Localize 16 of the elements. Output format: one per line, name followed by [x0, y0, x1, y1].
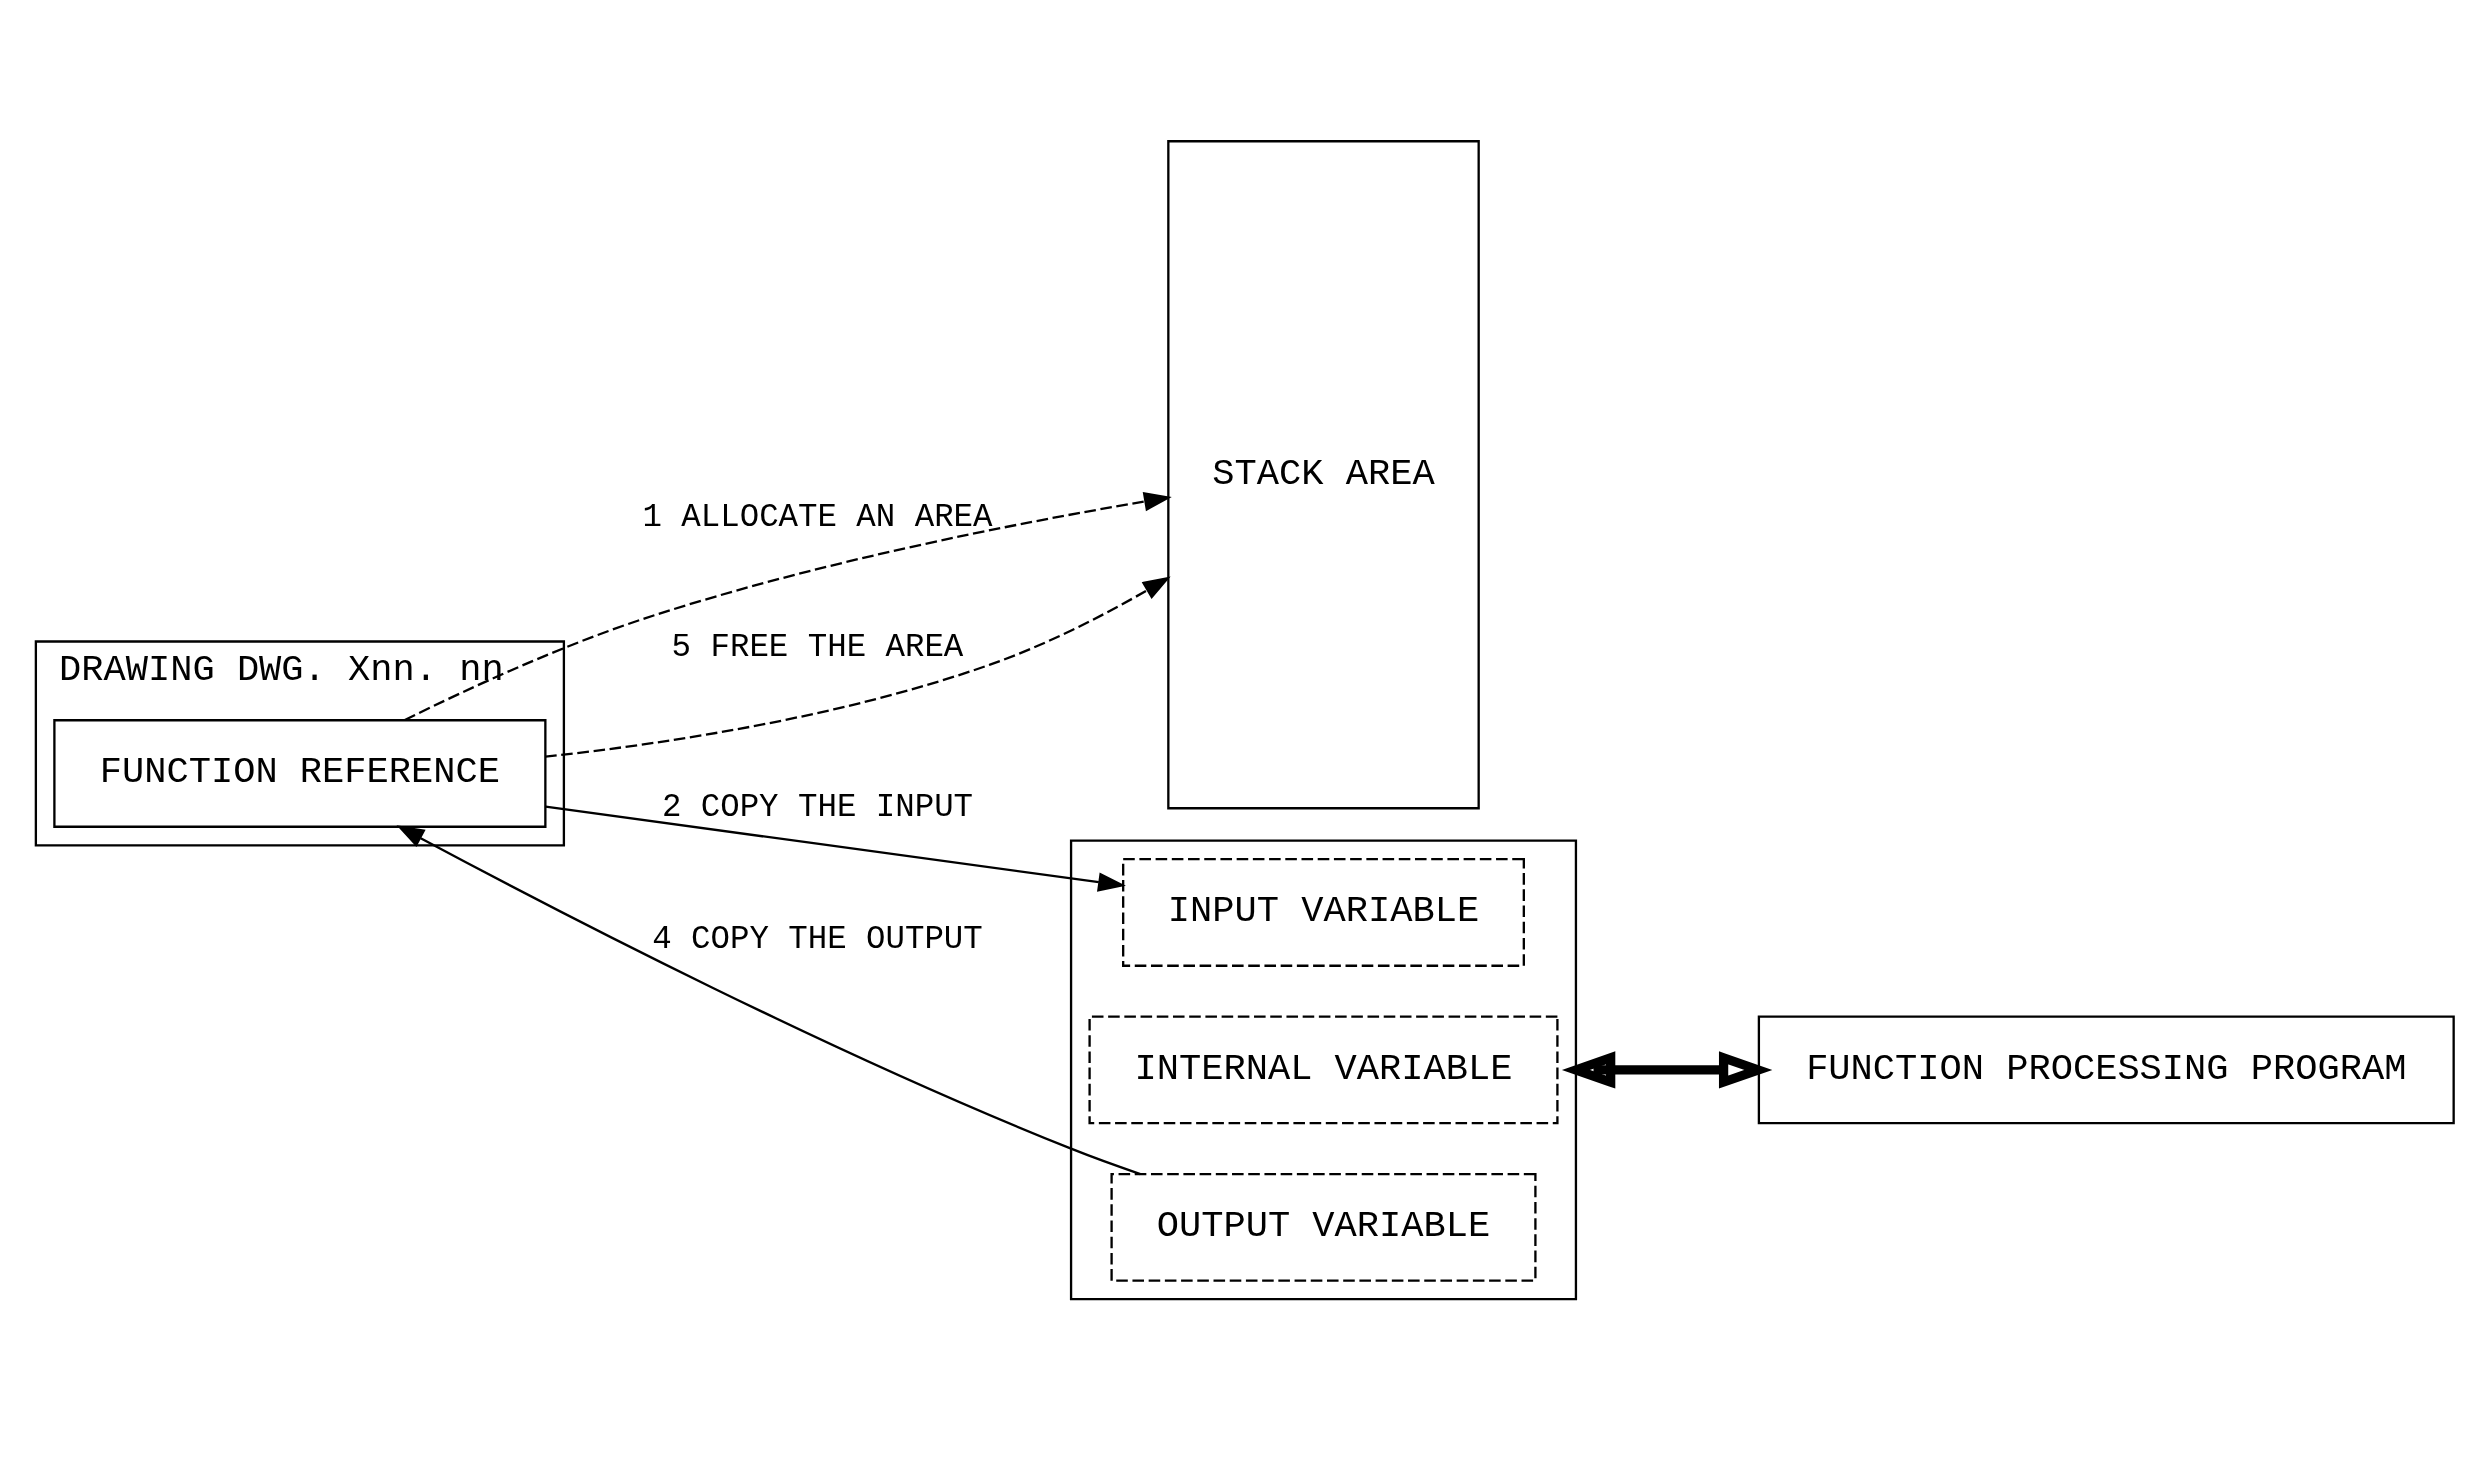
arrow — [396, 825, 1141, 1176]
node-box: INPUT VARIABLE — [1122, 858, 1525, 967]
node-box: INTERNAL VARIABLE — [1088, 1015, 1559, 1125]
arrow — [404, 491, 1172, 721]
node-box: FUNCTION PROCESSING PROGRAM — [1757, 1015, 2455, 1125]
edge-label: 1 ALLOCATE AN AREA — [642, 499, 993, 537]
edge-label: 4 COPY THE OUTPUT — [652, 920, 983, 958]
arrow — [545, 805, 1126, 892]
arrow — [1561, 1051, 1773, 1089]
node-box: FUNCTION REFERENCE — [53, 719, 547, 828]
edge-label: 5 FREE THE AREA — [671, 628, 964, 666]
edge-label: 2 COPY THE INPUT — [661, 788, 974, 826]
cluster — [1069, 839, 1578, 1301]
node-box: OUTPUT VARIABLE — [1110, 1173, 1537, 1282]
arrow — [545, 576, 1171, 758]
node-box: STACK AREA — [1167, 140, 1480, 810]
